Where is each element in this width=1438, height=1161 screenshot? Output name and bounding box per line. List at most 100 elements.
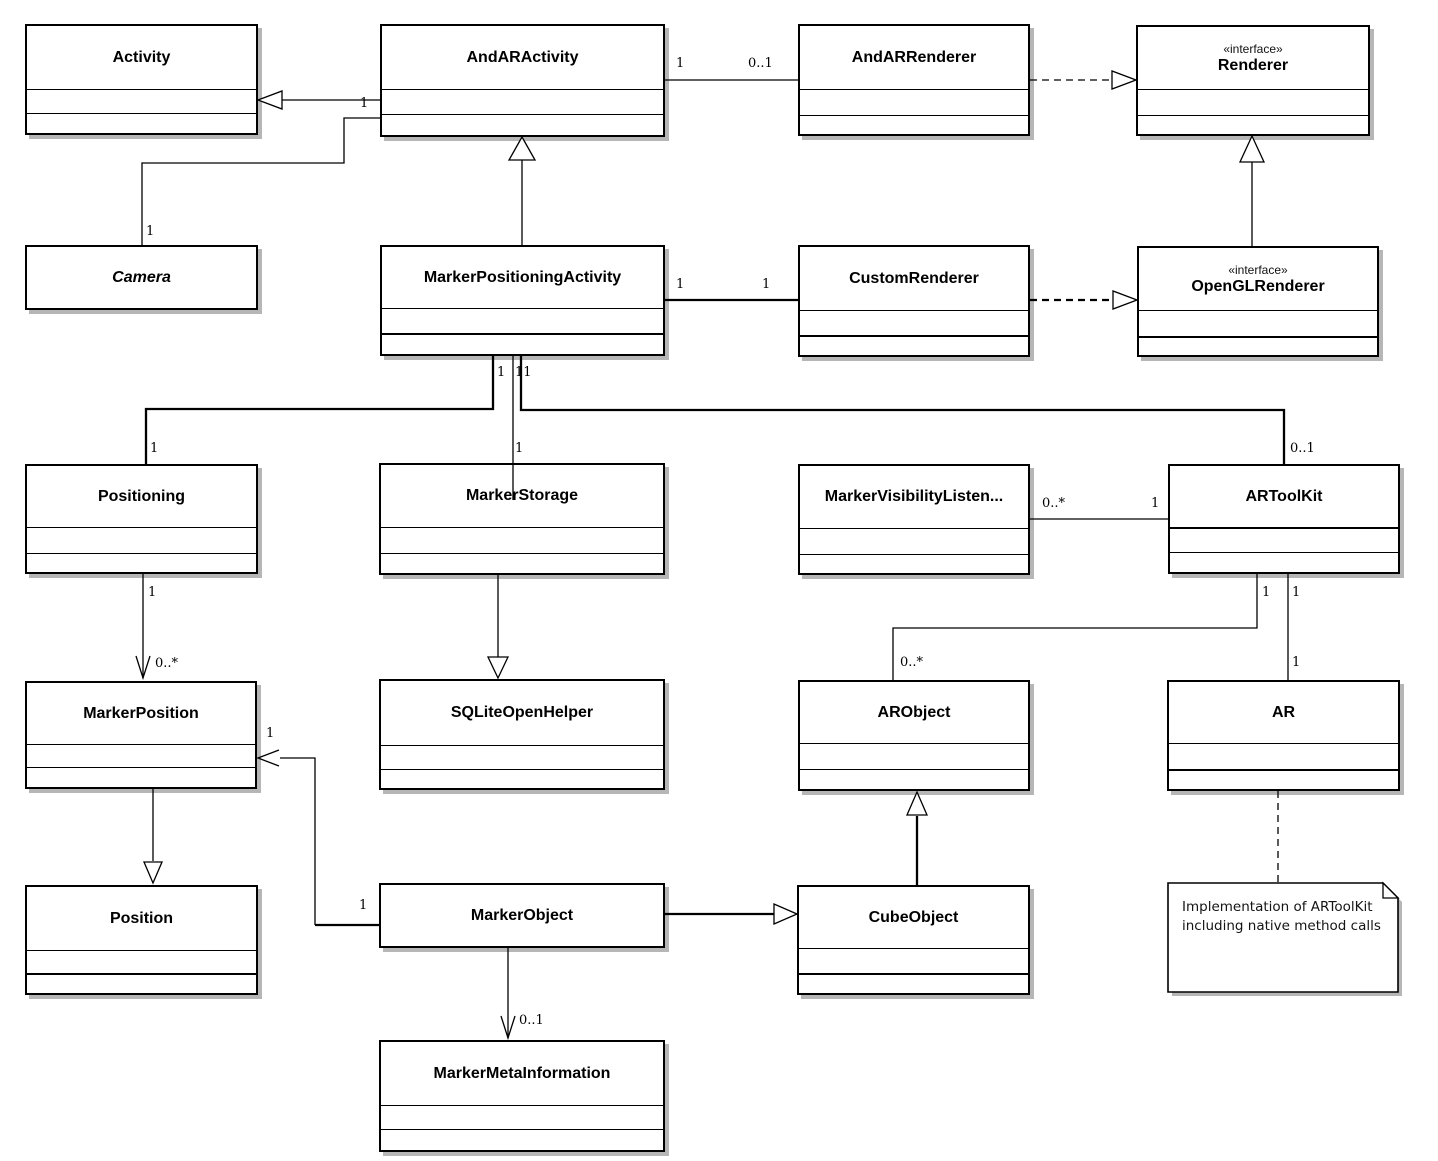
attributes-compartment — [27, 950, 256, 973]
operations-compartment — [27, 767, 255, 787]
class-name: MarkerMetaInformation — [433, 1064, 611, 1082]
association-andaractivity-to-camera — [141, 117, 380, 245]
operations-compartment — [800, 554, 1028, 573]
operations-compartment — [381, 553, 663, 573]
class-name: MarkerPosition — [83, 704, 199, 722]
multiplicity-label: 0..1 — [519, 1013, 544, 1028]
attributes-compartment — [800, 528, 1028, 554]
stereotype-label: «interface» — [1228, 262, 1288, 277]
operations-compartment — [27, 553, 256, 572]
operations-compartment — [381, 1129, 663, 1150]
class-title: Activity — [27, 26, 256, 89]
class-title: ARObject — [800, 682, 1028, 743]
multiplicity-label: 1 — [1262, 585, 1271, 600]
multiplicity-label: 1 — [676, 277, 685, 292]
operations-compartment — [27, 113, 256, 133]
class-name: ARToolKit — [1245, 487, 1323, 505]
multiplicity-label: 1 — [146, 224, 155, 239]
realization-andarrenderer-to-renderer — [1030, 70, 1138, 90]
multiplicity-label: 0..1 — [748, 56, 773, 71]
class-markerobject: MarkerObject — [379, 883, 665, 948]
multiplicity-label: 0..1 — [1290, 441, 1315, 456]
class-name: MarkerObject — [470, 906, 574, 924]
class-artoolkit: ARToolKit — [1168, 464, 1400, 574]
class-title: MarkerMetaInformation — [381, 1042, 663, 1105]
association-markerpositioningactivity-to-artoolkit — [519, 356, 1286, 464]
class-title: CustomRenderer — [800, 247, 1028, 310]
class-markermetainformation: MarkerMetaInformation — [379, 1040, 665, 1152]
class-title: SQLiteOpenHelper — [381, 681, 663, 745]
class-activity: Activity — [25, 24, 258, 135]
class-name: AR — [1271, 703, 1296, 721]
class-sqliteopenhelper: SQLiteOpenHelper — [379, 679, 665, 790]
multiplicity-label: 0..* — [900, 655, 924, 670]
operations-compartment — [1139, 336, 1377, 355]
multiplicity-label: 0..* — [155, 656, 179, 671]
association-markerobject-to-markermetainformation — [500, 948, 516, 1041]
attributes-compartment — [27, 527, 256, 553]
operations-compartment — [800, 335, 1028, 355]
class-title: MarkerPositioningActivity — [382, 247, 663, 308]
attributes-compartment — [1169, 743, 1398, 769]
class-title: MarkerStorage — [381, 465, 663, 527]
operations-compartment — [799, 973, 1028, 993]
operations-compartment — [382, 114, 663, 135]
class-name: CustomRenderer — [849, 269, 979, 287]
class-name: Position — [109, 909, 174, 927]
class-customrenderer: CustomRenderer — [798, 245, 1030, 357]
attributes-compartment — [27, 744, 255, 767]
operations-compartment — [1170, 552, 1398, 572]
generalization-markerobject-to-cubeobject — [665, 903, 799, 925]
note-text: Implementation of ARToolKit including na… — [1182, 898, 1381, 936]
note-line: Implementation of ARToolKit — [1182, 899, 1373, 915]
class-title: Position — [27, 887, 256, 950]
class-name: AndARRenderer — [851, 48, 977, 66]
operations-compartment — [1169, 769, 1398, 789]
class-name: CubeObject — [868, 908, 959, 926]
class-name: SQLiteOpenHelper — [450, 704, 594, 721]
operations-compartment — [27, 973, 256, 993]
class-name: Activity — [112, 48, 171, 66]
multiplicity-label: 1 — [515, 441, 524, 456]
class-andarrenderer: AndARRenderer — [798, 24, 1030, 136]
multiplicity-label: 1 — [1292, 585, 1301, 600]
multiplicity-label: 1 — [1292, 655, 1301, 670]
multiplicity-label: 1 — [148, 585, 157, 600]
class-title: AndARRenderer — [800, 26, 1028, 89]
attributes-compartment — [381, 745, 663, 769]
interface-openglrenderer: «interface» OpenGLRenderer — [1137, 246, 1379, 357]
class-positioning: Positioning — [25, 464, 258, 574]
class-title: MarkerPosition — [27, 683, 255, 744]
operations-compartment — [800, 115, 1028, 134]
attributes-compartment — [27, 89, 256, 113]
class-position: Position — [25, 885, 258, 995]
note-line: including native method calls — [1182, 918, 1381, 934]
class-markerposition: MarkerPosition — [25, 681, 257, 789]
attributes-compartment — [799, 948, 1028, 973]
class-title: ARToolKit — [1170, 466, 1398, 527]
realization-customrenderer-to-openglrenderer — [1030, 290, 1139, 310]
operations-compartment — [800, 769, 1028, 789]
class-title: AR — [1169, 682, 1398, 743]
multiplicity-label: 1 — [150, 441, 159, 456]
class-name: Positioning — [97, 487, 186, 505]
class-arobject: ARObject — [798, 680, 1030, 791]
class-name: MarkerVisibilityListen... — [824, 488, 1004, 505]
multiplicity-label: 11 — [515, 365, 532, 380]
generalization-markerposition-to-position — [143, 789, 163, 885]
attributes-compartment — [382, 308, 663, 333]
multiplicity-label: 1 — [266, 726, 275, 741]
class-title: MarkerObject — [381, 885, 663, 946]
class-ar: AR — [1167, 680, 1400, 791]
attributes-compartment — [381, 527, 663, 553]
multiplicity-label: 1 — [497, 365, 506, 380]
attributes-compartment — [1139, 310, 1377, 336]
interface-renderer: «interface» Renderer — [1136, 25, 1370, 136]
class-title: Camera — [27, 247, 256, 308]
class-markervisibilitylistener: MarkerVisibilityListen... — [798, 464, 1030, 575]
class-title: AndARActivity — [382, 26, 663, 89]
association-artoolkit-to-arobject — [892, 574, 1258, 680]
operations-compartment — [381, 769, 663, 788]
class-title: CubeObject — [799, 887, 1028, 948]
